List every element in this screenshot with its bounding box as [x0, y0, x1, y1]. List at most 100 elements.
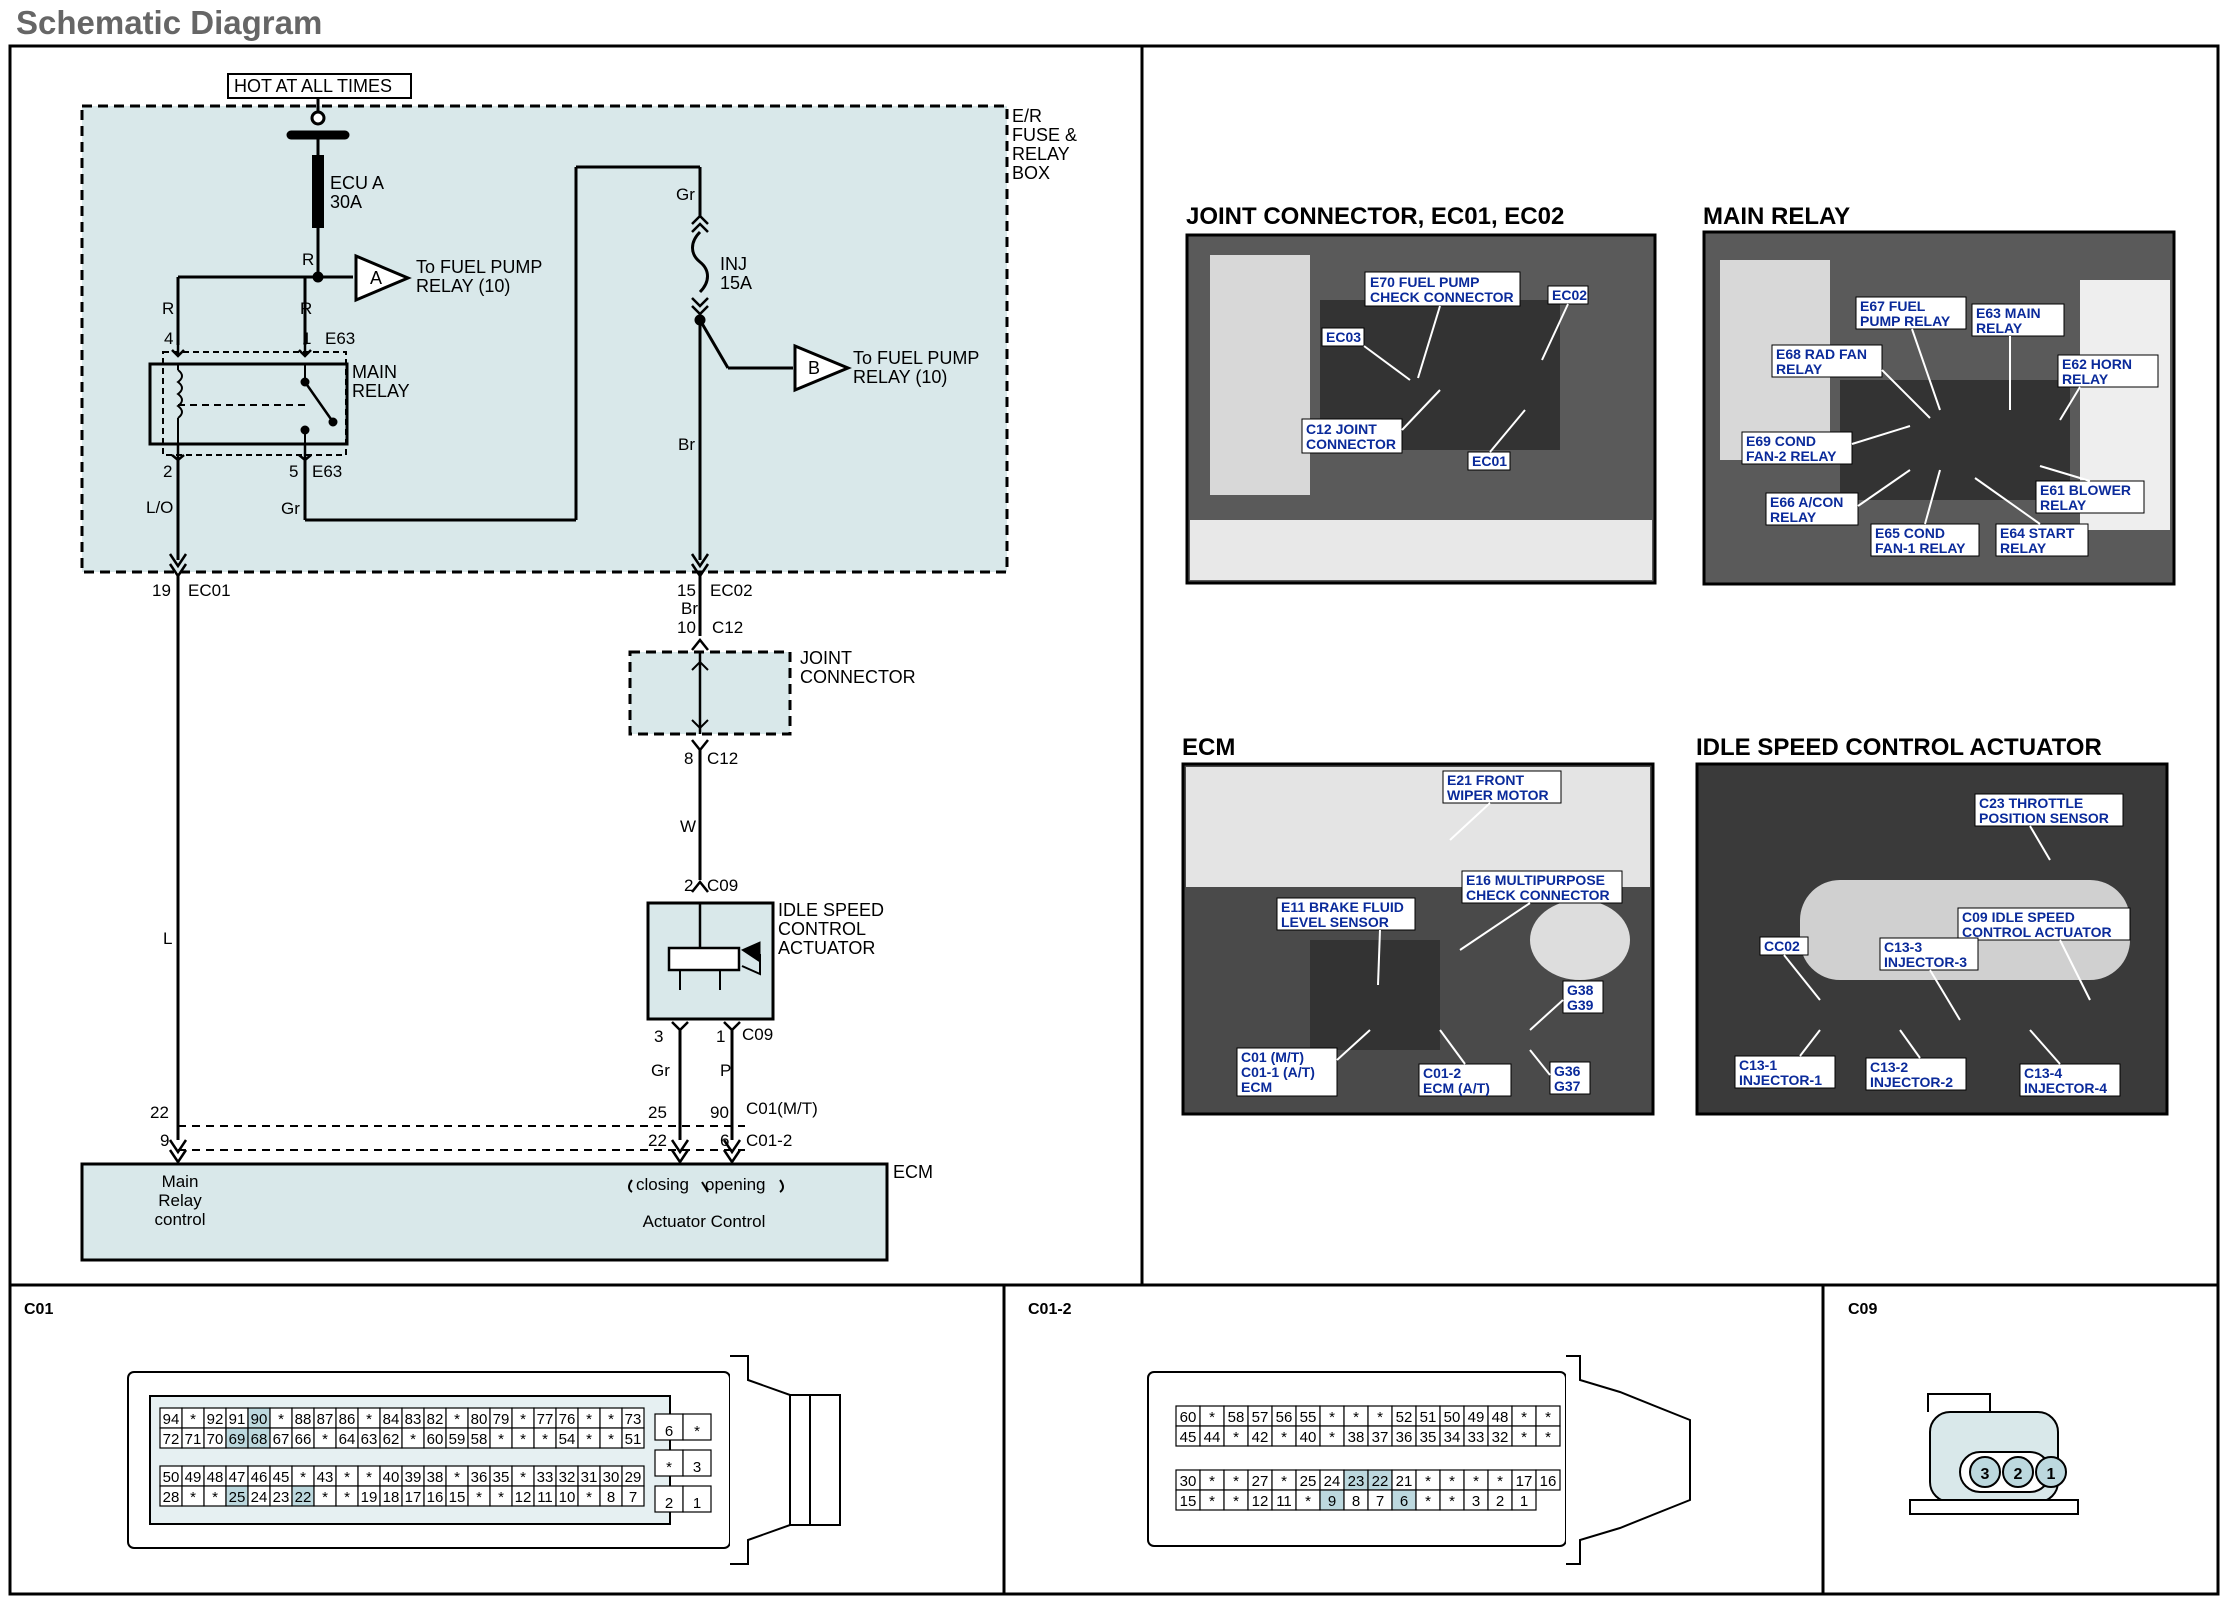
offpage-a-marker — [354, 253, 412, 303]
svg-text:36: 36 — [1396, 1429, 1413, 1446]
svg-text:45: 45 — [273, 1469, 290, 1486]
c01-pin: 86 — [335, 1407, 359, 1429]
ecm-label: ECM — [893, 1162, 933, 1182]
svg-text:*: * — [1233, 1493, 1239, 1510]
svg-text:51: 51 — [625, 1431, 642, 1448]
c01-2-pin: * — [1535, 1405, 1561, 1427]
c01-pin: * — [313, 1485, 337, 1507]
svg-text:31: 31 — [581, 1469, 598, 1486]
pin-label: 2 — [163, 462, 172, 481]
pin-label: 22 — [648, 1131, 667, 1150]
c01-pin: 15 — [445, 1485, 469, 1507]
photo-callout: RELAY — [1976, 320, 2023, 336]
svg-text:42: 42 — [1252, 1429, 1269, 1446]
c01-pin: 90 — [247, 1407, 271, 1429]
svg-text:*: * — [1425, 1473, 1431, 1490]
svg-text:*: * — [1329, 1429, 1335, 1446]
photo-callout: FAN-2 RELAY — [1746, 448, 1837, 464]
c01-pin: 73 — [621, 1407, 645, 1429]
c01-pin: 76 — [555, 1407, 579, 1429]
c01-pin: * — [401, 1427, 425, 1449]
c01-pin: * — [181, 1407, 205, 1429]
joint-connector-box — [628, 650, 792, 736]
svg-text:*: * — [1545, 1409, 1551, 1426]
c01-pin: 28 — [159, 1485, 183, 1507]
c01-pin: 10 — [555, 1485, 579, 1507]
fuse-ecu-a-name: ECU A — [330, 173, 384, 193]
c01-pin: 63 — [357, 1427, 381, 1449]
c01-pin: 31 — [577, 1465, 601, 1487]
photo-callout: LEVEL SENSOR — [1281, 914, 1389, 930]
fuse-inj-rating: 15A — [720, 273, 752, 293]
svg-text:79: 79 — [493, 1411, 510, 1428]
c01-2-pin: * — [1439, 1489, 1465, 1511]
c01-pin: 94 — [159, 1407, 183, 1429]
connector-label: C01-2 — [746, 1131, 792, 1150]
c01-2-pin: * — [1535, 1425, 1561, 1447]
photo-callout: CONTROL ACTUATOR — [1962, 924, 2112, 940]
svg-text:48: 48 — [207, 1469, 224, 1486]
c01-2-pin: * — [1223, 1489, 1249, 1511]
c01-2-pin: * — [1511, 1425, 1537, 1447]
wire-color-label: P — [720, 1061, 731, 1080]
photo-callout: E65 COND — [1875, 525, 1945, 541]
c01-2-pin: * — [1199, 1469, 1225, 1491]
outer-frame — [8, 44, 2220, 1596]
joint-connector-label-2: CONNECTOR — [800, 667, 916, 687]
svg-text:69: 69 — [229, 1431, 246, 1448]
ecm-main-relay-text-1: Main — [162, 1172, 199, 1191]
connector-label: E63 — [325, 329, 355, 348]
c01-2-pin: 48 — [1487, 1405, 1513, 1427]
c01-2-pin: * — [1319, 1405, 1345, 1427]
svg-text:40: 40 — [383, 1469, 400, 1486]
svg-text:*: * — [1209, 1493, 1215, 1510]
svg-text:8: 8 — [1352, 1493, 1360, 1510]
photo-callout: C13-1 — [1739, 1057, 1777, 1073]
wire-color-label: L/O — [146, 498, 173, 517]
c01-pin: 68 — [247, 1427, 271, 1449]
photo-callout: CHECK CONNECTOR — [1370, 289, 1514, 305]
svg-text:*: * — [1425, 1493, 1431, 1510]
connector-label: C09 — [707, 876, 738, 895]
fuse-box-label-1: E/R — [1012, 106, 1042, 126]
c01-pin: 83 — [401, 1407, 425, 1429]
c01-pin: 3 — [682, 1449, 712, 1477]
c01-2-pin: 52 — [1391, 1405, 1417, 1427]
c01-pin: * — [577, 1407, 601, 1429]
c01-2-pin: 30 — [1175, 1469, 1201, 1491]
offpage-b-text-1: To FUEL PUMP — [853, 348, 979, 368]
svg-text:88: 88 — [295, 1411, 312, 1428]
svg-text:22: 22 — [295, 1489, 312, 1506]
c01-pin: * — [467, 1485, 491, 1507]
offpage-b-text-2: RELAY (10) — [853, 367, 947, 387]
photo-callout: E69 COND — [1746, 433, 1816, 449]
svg-text:*: * — [1449, 1473, 1455, 1490]
page-title: Schematic Diagram — [16, 4, 323, 41]
c01-2-pin: * — [1199, 1489, 1225, 1511]
c01-pin: * — [599, 1407, 623, 1429]
svg-text:*: * — [212, 1489, 218, 1506]
photo-callout: E11 BRAKE FLUID — [1281, 899, 1404, 915]
svg-text:6: 6 — [665, 1423, 673, 1440]
c01-pin: 87 — [313, 1407, 337, 1429]
photo-callout: PUMP RELAY — [1860, 313, 1951, 329]
c01-pin: 11 — [533, 1485, 557, 1507]
photo-ecm: ECM E21 FRONT WIPER MOTOR E16 MULTIPURPO… — [1181, 734, 1655, 1116]
pin-label: 90 — [710, 1103, 729, 1122]
svg-text:86: 86 — [339, 1411, 356, 1428]
svg-text:48: 48 — [1492, 1409, 1509, 1426]
photo-callout: CHECK CONNECTOR — [1466, 887, 1610, 903]
c01-2-pin: 16 — [1535, 1469, 1561, 1491]
photo-joint-connector: JOINT CONNECTOR, EC01, EC02 E70 FUEL PUM… — [1185, 203, 1657, 585]
c01-pin: * — [335, 1465, 359, 1487]
svg-text:49: 49 — [185, 1469, 202, 1486]
svg-text:2: 2 — [1496, 1493, 1504, 1510]
ecm-opening: opening — [705, 1175, 766, 1194]
svg-text:60: 60 — [427, 1431, 444, 1448]
svg-text:17: 17 — [405, 1489, 422, 1506]
c01-pin: 59 — [445, 1427, 469, 1449]
svg-text:49: 49 — [1468, 1409, 1485, 1426]
ecm-closing: closing — [636, 1175, 689, 1194]
c01-2-pin: 38 — [1343, 1425, 1369, 1447]
svg-text:*: * — [498, 1431, 504, 1448]
